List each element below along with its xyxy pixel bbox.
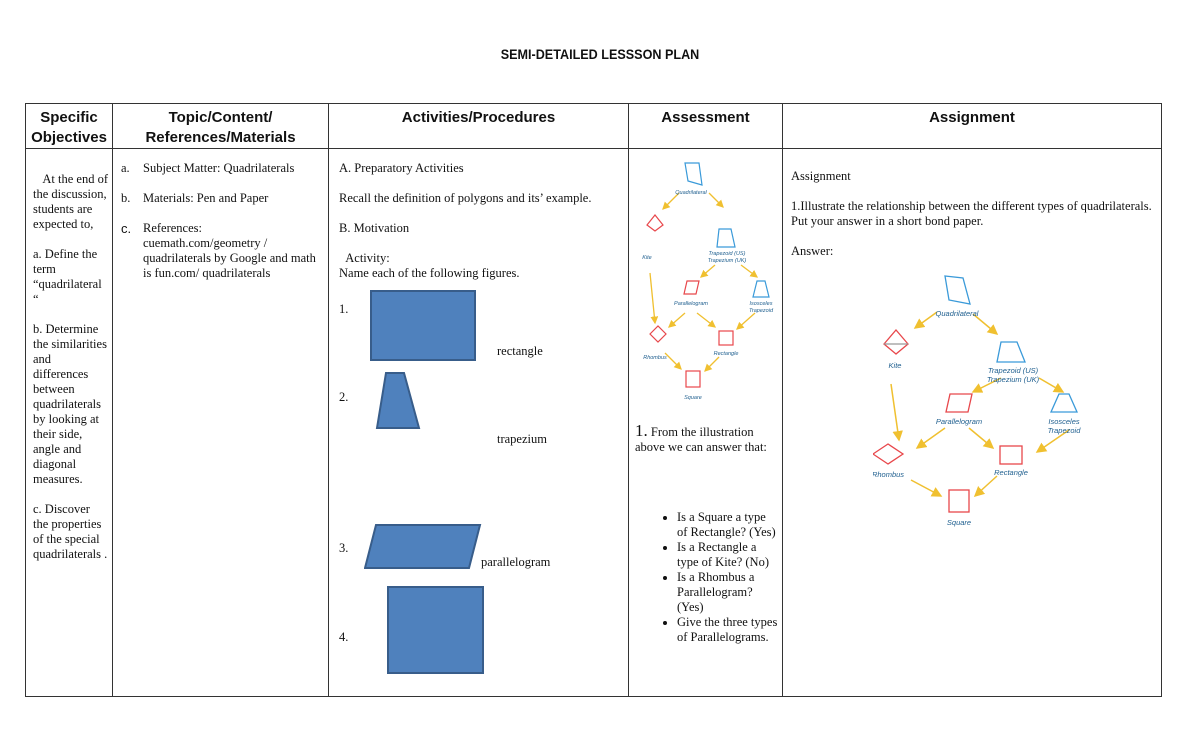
header-activities: Activities/Procedures: [328, 103, 629, 149]
content-row: At the end of the discussion, students a…: [25, 148, 1162, 697]
list-marker: a.: [121, 161, 130, 175]
question-text: From the illustration above we can answe…: [635, 425, 767, 454]
diagram-label: Parallelogram: [936, 417, 982, 426]
assessment-bullets: Is a Square a type of Rectangle? (Yes) I…: [635, 510, 778, 645]
header-text: Activities/Procedures: [401, 109, 556, 126]
topic-cell: a. Subject Matter: Quadrilaterals b. Mat…: [112, 148, 329, 697]
preparatory-heading: A. Preparatory Activities: [339, 161, 464, 175]
diagram-label: Isosceles: [750, 301, 773, 307]
header-text: Assignment: [929, 109, 1015, 126]
diagram-label: Rectangle: [994, 468, 1028, 477]
list-item: Is a Rectangle a type of Kite? (No): [677, 540, 778, 570]
assignment-heading: Assignment: [791, 169, 851, 183]
preparatory-text: Recall the definition of polygons and it…: [339, 191, 592, 205]
header-assessment: Assessment: [628, 103, 783, 149]
topic-text: Subject Matter: Quadrilaterals: [143, 161, 295, 175]
diagram-label: Trapezoid (US): [988, 366, 1039, 375]
figure-answer: rectangle: [497, 344, 543, 358]
square-shape: [387, 586, 484, 674]
topic-item-materials: b. Materials: Pen and Paper: [121, 191, 322, 206]
figure-number: 4.: [339, 630, 349, 644]
answer-label: Answer:: [791, 244, 834, 258]
activity-label: Activity:: [339, 251, 390, 265]
diagram-label: Quadrilateral: [936, 309, 979, 318]
diagram-label: Square: [947, 518, 971, 527]
quadrilateral-hierarchy-diagram: Quadrilateral Kite Trapezoid (US) Trapez…: [642, 162, 774, 401]
trapezium-shape: [375, 372, 421, 429]
quadrilateral-hierarchy-diagram: Quadrilateral Kite Trapezoid (US) Trapez…: [871, 275, 1082, 527]
parallelogram-shape: [364, 524, 482, 569]
objectives-cell: At the end of the discussion, students a…: [25, 148, 113, 697]
objective-a: a. Define the term “quadrilateral “: [33, 247, 102, 306]
diagram-label: Trapezium (UK): [708, 258, 747, 264]
list-item: Is a Rhombus a Parallelogram? (Yes): [677, 570, 778, 615]
assessment-cell: Quadrilateral Kite Trapezoid (US) Trapez…: [628, 148, 783, 697]
diagram-label: Rhombus: [873, 470, 904, 479]
figure-number: 2.: [339, 390, 349, 404]
header-text: References/Materials: [145, 129, 296, 146]
assignment-cell: Assignment 1.Illustrate the relationship…: [782, 148, 1162, 697]
header-text: Specific: [40, 109, 98, 126]
diagram-label: Trapezoid: [749, 308, 774, 314]
header-topic: Topic/Content/References/Materials: [112, 103, 329, 149]
assessment-question: 1. From the illustration above we can an…: [635, 421, 778, 455]
list-item: Is a Square a type of Rectangle? (Yes): [677, 510, 778, 540]
question-number: 1.: [635, 421, 648, 440]
diagram-label: Rectangle: [714, 351, 739, 357]
figure-answer: parallelogram: [481, 555, 551, 569]
header-text: Topic/Content/: [168, 109, 273, 126]
diagram-label: Parallelogram: [674, 301, 708, 307]
objectives-intro: At the end of the discussion, students a…: [33, 172, 108, 231]
diagram-label: Kite: [642, 255, 651, 261]
figures-area: 1. rectangle 2. trapezium 3. parallelogr…: [339, 290, 622, 696]
diagram-label: Trapezoid: [1048, 426, 1082, 435]
diagram-label: Rhombus: [643, 355, 667, 361]
header-assignment: Assignment: [782, 103, 1162, 149]
diagram-label: Quadrilateral: [675, 190, 707, 196]
topic-text: Materials: Pen and Paper: [143, 191, 269, 205]
motivation-heading: B. Motivation: [339, 221, 410, 235]
topic-item-subject: a. Subject Matter: Quadrilaterals: [121, 161, 322, 176]
topic-text: References: cuemath.com/geometry / quadr…: [143, 221, 316, 280]
list-marker: b.: [121, 191, 131, 205]
quadrilateral-diagram-large: Quadrilateral Kite Trapezoid (US) Trapez…: [791, 270, 1155, 530]
quadrilateral-diagram-small: Quadrilateral Kite Trapezoid (US) Trapez…: [635, 149, 778, 417]
header-text: Assessment: [661, 109, 750, 126]
assignment-task: 1.Illustrate the relationship between th…: [791, 199, 1152, 228]
figure-number: 1.: [339, 302, 349, 316]
diagram-label: Kite: [889, 361, 902, 370]
diagram-label: Trapezoid (US): [709, 251, 746, 257]
figure-answer: trapezium: [497, 432, 547, 446]
diagram-label: Square: [684, 395, 702, 401]
topic-item-references: c. References: cuemath.com/geometry / qu…: [121, 221, 322, 281]
diagram-label: Isosceles: [1048, 417, 1080, 426]
objective-c: c. Discover the properties of the specia…: [33, 502, 108, 561]
figure-number: 3.: [339, 541, 349, 555]
activities-cell: A. Preparatory Activities Recall the def…: [328, 148, 629, 697]
list-item: Give the three types of Parallelograms.: [677, 615, 778, 645]
list-marker: c.: [121, 221, 132, 236]
diagram-label: Trapezium (UK): [987, 375, 1040, 384]
objective-b: b. Determine the similarities and differ…: [33, 322, 107, 486]
rectangle-shape: [370, 290, 476, 361]
document-title: SEMI-DETAILED LESSSON PLAN: [500, 46, 700, 62]
activity-instruction: Name each of the following figures.: [339, 266, 520, 280]
header-text: Objectives: [31, 129, 107, 146]
